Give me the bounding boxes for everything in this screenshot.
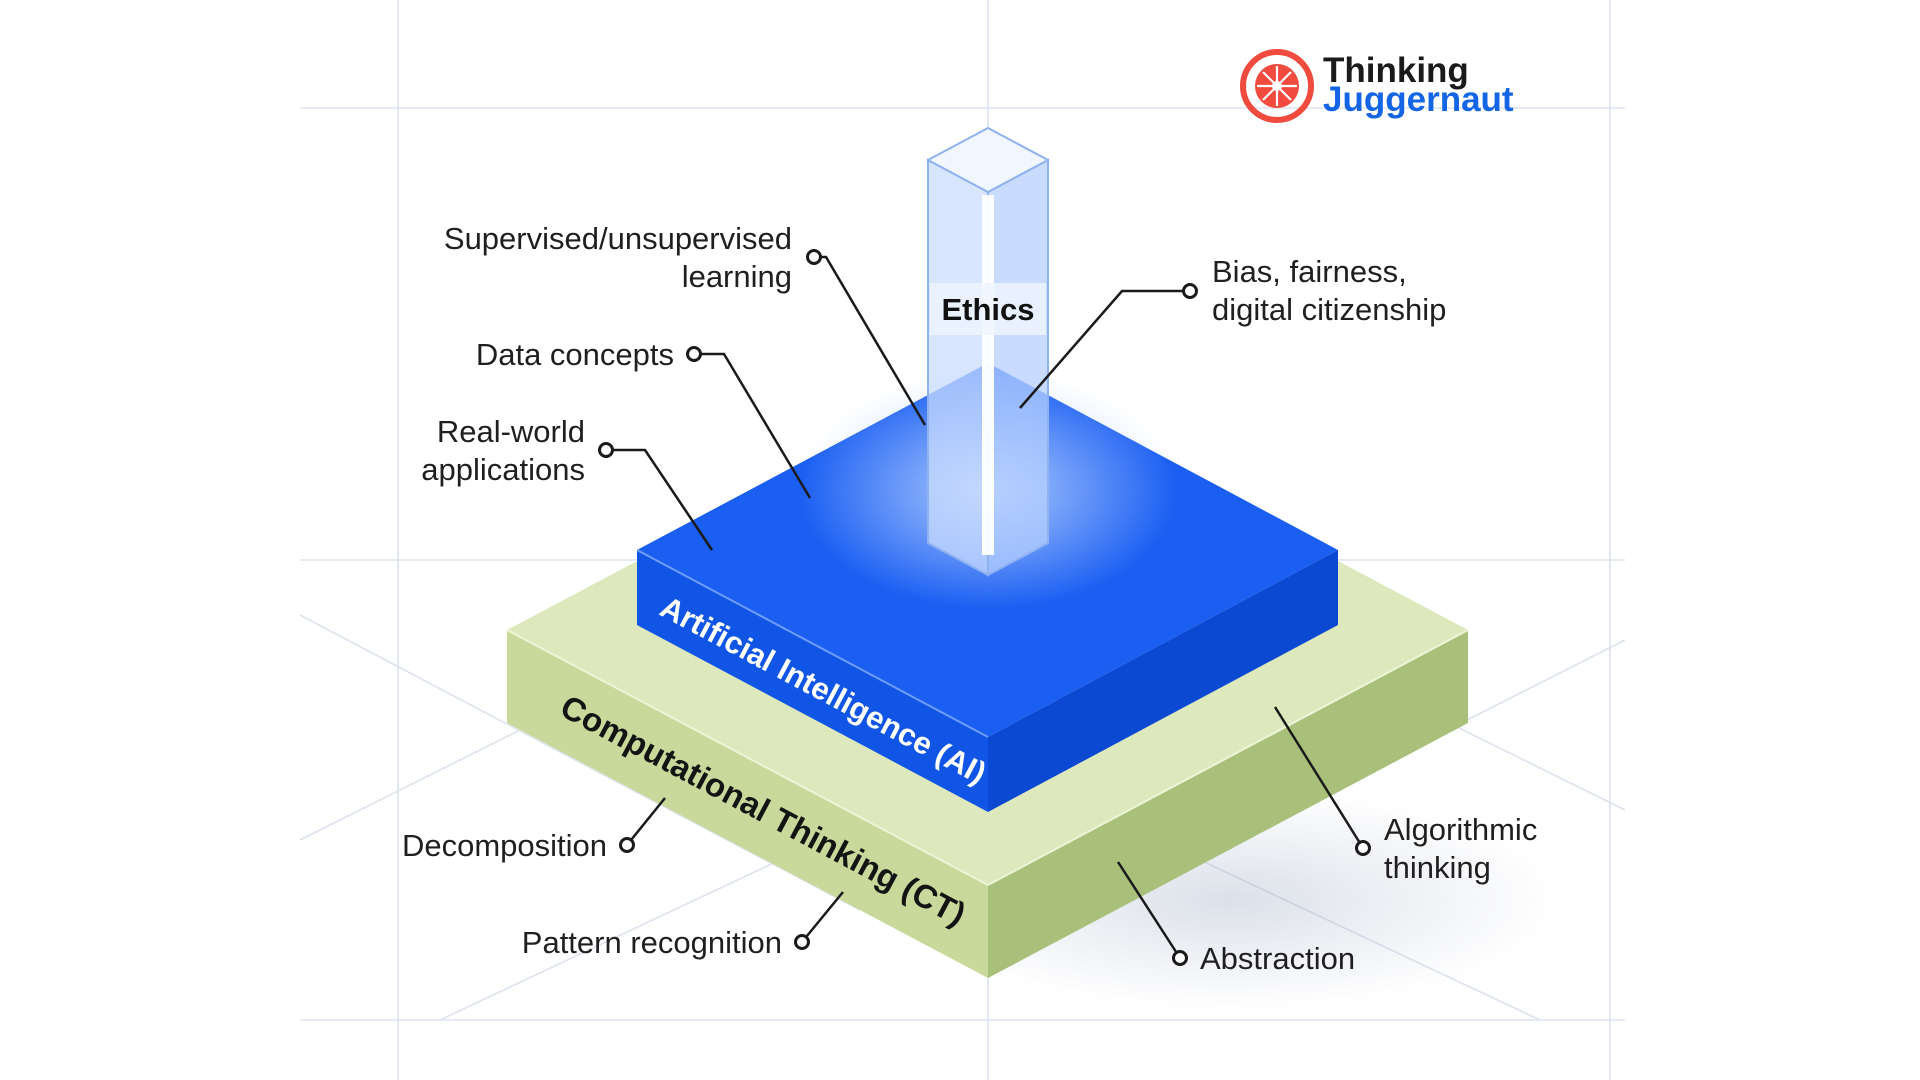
label-decomposition: Decomposition — [402, 828, 607, 863]
label-realworld-line1: Real-world — [437, 414, 585, 449]
pillar-top-face — [925, 126, 1051, 194]
leader-realworld — [606, 448, 714, 551]
dot-bias — [1182, 283, 1198, 299]
dot-supervised — [806, 249, 822, 265]
dot-data — [686, 346, 702, 362]
label-pattern-recognition: Pattern recognition — [522, 925, 782, 960]
leader-dots — [598, 249, 1371, 966]
label-supervised-line1: Supervised/unsupervised — [444, 221, 792, 256]
label-data-concepts: Data concepts — [476, 337, 674, 372]
label-realworld-line2: applications — [421, 452, 585, 487]
leader-bias — [1019, 289, 1190, 409]
leader-algorithmic — [1273, 706, 1365, 849]
logo-ring — [1240, 49, 1314, 123]
ct-side-edge — [987, 629, 1469, 886]
label-abstraction: Abstraction — [1200, 941, 1355, 976]
pillar-light-beam — [982, 195, 994, 555]
dot-pattern — [794, 934, 810, 950]
pillar-label-backdrop — [930, 283, 1046, 335]
brand-logo: Thinking Juggernaut — [1240, 49, 1514, 123]
pillar-right-face — [987, 158, 1049, 577]
logo-center — [1272, 81, 1282, 91]
ct-front-face — [507, 630, 988, 978]
leader-data — [694, 352, 812, 499]
ai-front-face — [637, 550, 988, 812]
ethics-label: Ethics — [941, 292, 1034, 327]
label-algorithmic-line1: Algorithmic — [1384, 812, 1537, 847]
ai-front-edge — [636, 549, 989, 738]
label-supervised-line2: learning — [682, 259, 792, 294]
ct-side-face — [988, 630, 1468, 978]
leader-lines — [606, 255, 1365, 959]
label-bias-line2: digital citizenship — [1212, 292, 1446, 327]
pillar-left-face — [927, 158, 989, 577]
ct-front-edge — [506, 629, 989, 886]
leader-abstraction — [1116, 861, 1182, 959]
label-algorithmic-line2: thinking — [1384, 850, 1491, 885]
dot-realworld — [598, 442, 614, 458]
dot-abstraction — [1172, 950, 1188, 966]
leader-pattern — [801, 891, 844, 943]
ethics-pillar: Ethics — [925, 126, 1051, 577]
brand-name-line1: Thinking — [1323, 51, 1469, 90]
dot-decomposition — [619, 837, 635, 853]
brand-name-line2: Juggernaut — [1323, 80, 1514, 119]
label-bias-line1: Bias, fairness, — [1212, 254, 1407, 289]
ai-side-face — [988, 550, 1338, 812]
leader-decomposition — [626, 797, 666, 846]
dot-algorithmic — [1355, 840, 1371, 856]
